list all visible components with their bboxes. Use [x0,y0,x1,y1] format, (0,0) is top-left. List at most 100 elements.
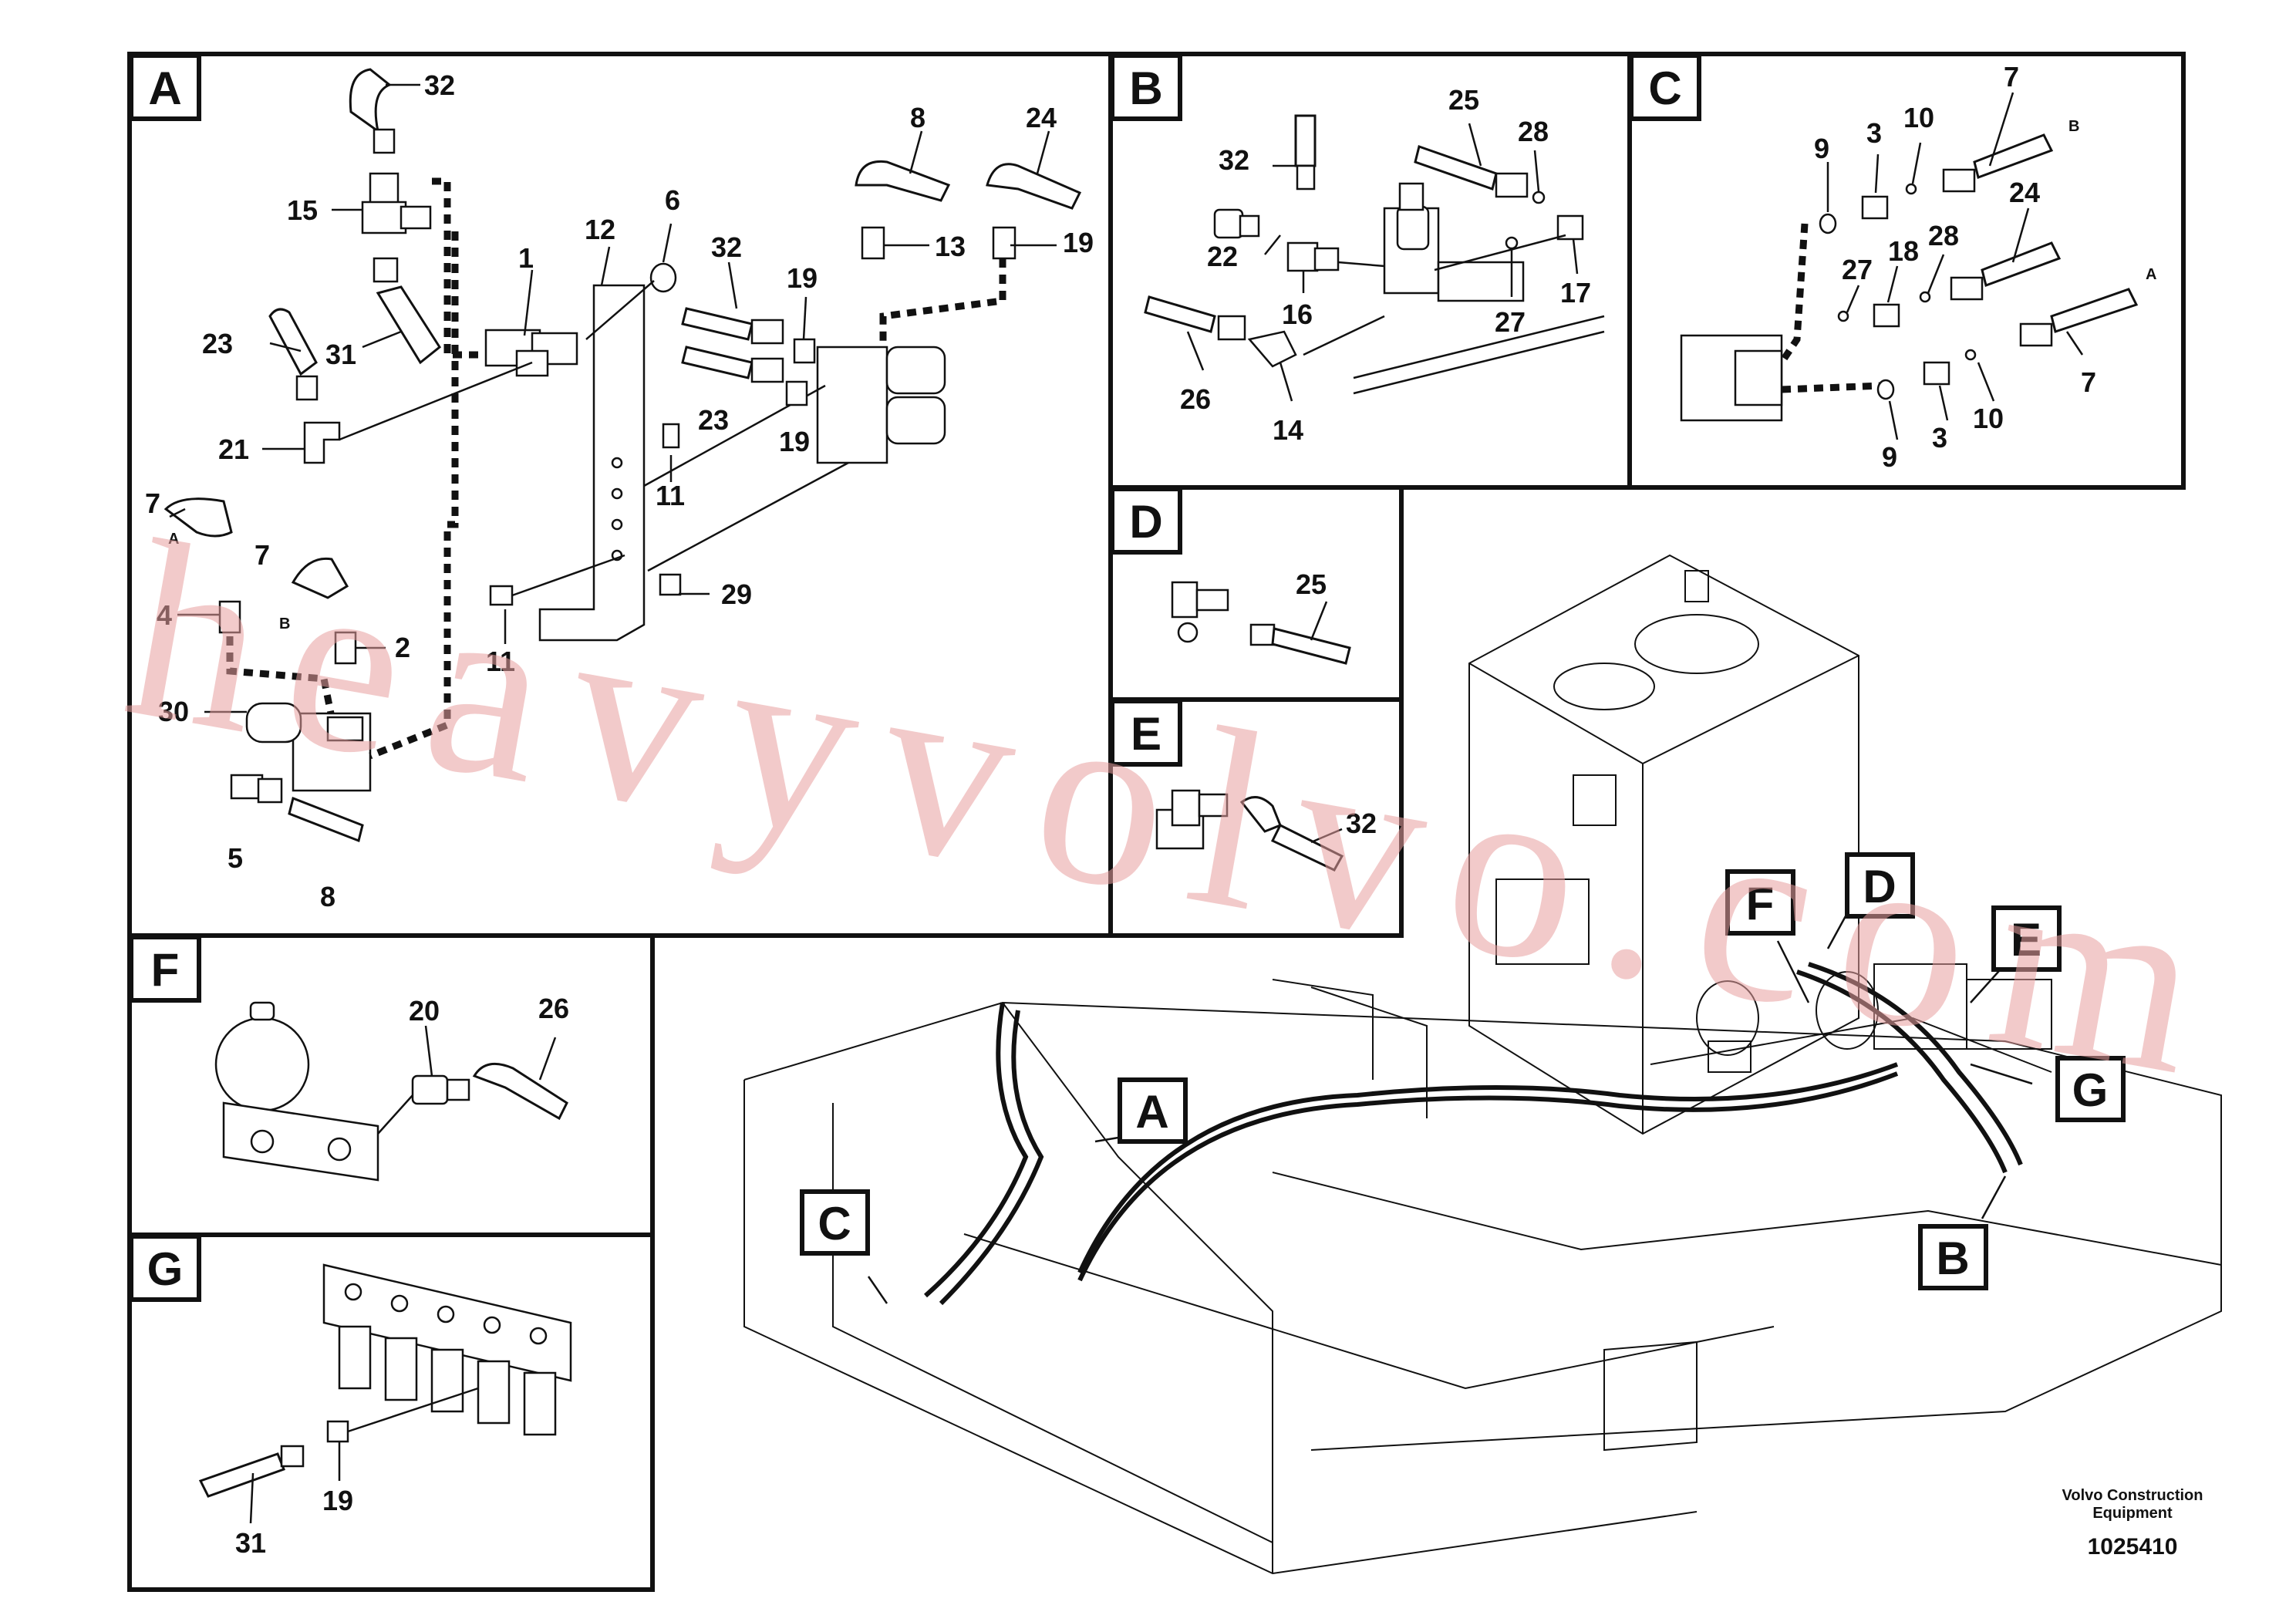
panel-letter-C: C [1629,53,1701,121]
callout-d-25: 25 [1296,568,1327,600]
panel-f-drawing [214,1001,568,1182]
callout-a-2: 2 [395,632,410,663]
callout-a-7-lower: 7 [255,539,270,571]
panel-g-drawing [198,1263,572,1524]
callout-b-14: 14 [1273,414,1303,446]
panel-c-drawing [1680,92,2139,440]
svg-text:A: A [1135,1086,1168,1138]
callout-c-27: 27 [1842,254,1873,285]
main-assembly-view [743,554,2222,1575]
panel-a-drawing [164,68,1082,843]
callout-a-23: 23 [202,328,233,359]
callout-a-23-mid: 23 [698,404,729,436]
callout-a-11-right: 11 [656,480,685,511]
panel-letter-B: B [1110,53,1182,121]
callout-e-32: 32 [1346,808,1377,839]
svg-text:G: G [2072,1064,2109,1116]
callout-b-28: 28 [1518,116,1549,147]
company-line-1: Volvo Construction [2062,1487,2203,1504]
svg-text:C: C [1648,62,1681,114]
callout-b-25: 25 [1448,84,1479,116]
panel-letter-F: F [129,935,201,1003]
callout-a-24: 24 [1026,102,1057,133]
callout-a-8-bottom: 8 [320,881,335,912]
callout-c-7-bottom: 7 [2081,366,2096,398]
main-tag-d: D [1845,852,1915,919]
callout-c-10-bottom: 10 [1973,403,2004,434]
callout-a-label-a: A [168,531,179,548]
callout-f-20: 20 [409,995,440,1027]
svg-text:C: C [818,1198,851,1249]
callout-a-13: 13 [935,231,966,262]
callout-a-21: 21 [218,433,249,465]
callout-c-label-a: A [2146,266,2156,283]
callout-b-27: 27 [1495,306,1526,338]
callout-a-31: 31 [325,339,356,370]
panel-c-callouts: 9 3 10 7 B 27 18 28 24 A 9 3 10 7 [1814,61,2156,473]
callout-c-3-top: 3 [1866,117,1882,149]
callout-a-1: 1 [518,242,534,274]
callout-a-19-lower: 19 [779,426,810,457]
callout-c-24: 24 [2009,177,2040,208]
callout-g-31: 31 [235,1527,266,1559]
panel-letter-G: G [129,1234,201,1302]
callout-a-label-b: B [279,615,290,632]
svg-text:B: B [1129,62,1162,114]
callout-b-16: 16 [1282,298,1313,330]
callout-a-15: 15 [287,194,318,226]
document-number: 1025410 [2088,1534,2178,1560]
panel-b-callouts: 32 22 16 26 14 25 28 17 27 [1180,84,1591,446]
callout-a-5: 5 [228,842,243,874]
svg-text:E: E [1131,708,1161,760]
company-line-2: Equipment [2092,1505,2173,1522]
callout-f-26: 26 [538,993,569,1024]
main-tag-g: G [2055,1056,2126,1122]
svg-text:G: G [147,1243,184,1295]
callout-c-28: 28 [1928,220,1959,251]
svg-text:F: F [1746,878,1775,929]
callout-a-7-upper: 7 [145,487,160,519]
callout-a-12: 12 [585,214,615,245]
callout-c-7-top: 7 [2004,61,2019,93]
callout-g-19: 19 [322,1485,353,1516]
callout-a-11-lower: 11 [486,646,515,677]
callout-a-29: 29 [721,578,752,610]
main-tag-a: A [1118,1077,1188,1144]
callout-a-19-right: 19 [1063,227,1094,258]
callout-c-10-top: 10 [1903,102,1934,133]
main-tag-c: C [800,1189,870,1256]
callout-b-22: 22 [1207,241,1238,272]
callout-c-label-b: B [2068,118,2079,135]
callout-b-32: 32 [1219,144,1249,176]
panel-b-drawing [1144,114,1605,402]
callout-c-18: 18 [1888,235,1919,267]
callout-a-19-upper: 19 [787,262,818,294]
main-tag-f: F [1725,869,1795,936]
callout-a-32: 32 [424,69,455,101]
callout-c-9-top: 9 [1814,133,1829,164]
callout-a-6: 6 [665,184,680,216]
svg-text:B: B [1936,1233,1969,1284]
panel-a-callouts: 32 15 23 31 1 12 6 21 7 A 7 B 4 2 30 5 8… [145,69,1094,912]
svg-text:D: D [1129,496,1162,548]
callout-a-4: 4 [157,599,172,631]
callout-b-17: 17 [1560,277,1591,309]
footer: Volvo Construction Equipment 1025410 [2062,1487,2203,1560]
svg-text:F: F [151,944,180,996]
callout-a-8-top: 8 [910,102,925,133]
svg-text:E: E [2011,914,2041,966]
callout-a-32-mid: 32 [711,231,742,263]
callout-b-26: 26 [1180,383,1211,415]
panel-letter-D: D [1110,487,1182,555]
main-tag-e: E [1991,905,2062,972]
panel-d-drawing [1171,581,1351,665]
main-tag-b: B [1918,1224,1988,1290]
callout-c-3-bottom: 3 [1932,422,1947,454]
panel-e-drawing [1155,789,1344,872]
svg-text:D: D [1863,861,1896,912]
panel-letter-E: E [1110,699,1182,767]
callout-c-9-bottom: 9 [1882,441,1897,473]
panel-letter-A: A [129,53,201,121]
svg-text:A: A [148,62,181,114]
